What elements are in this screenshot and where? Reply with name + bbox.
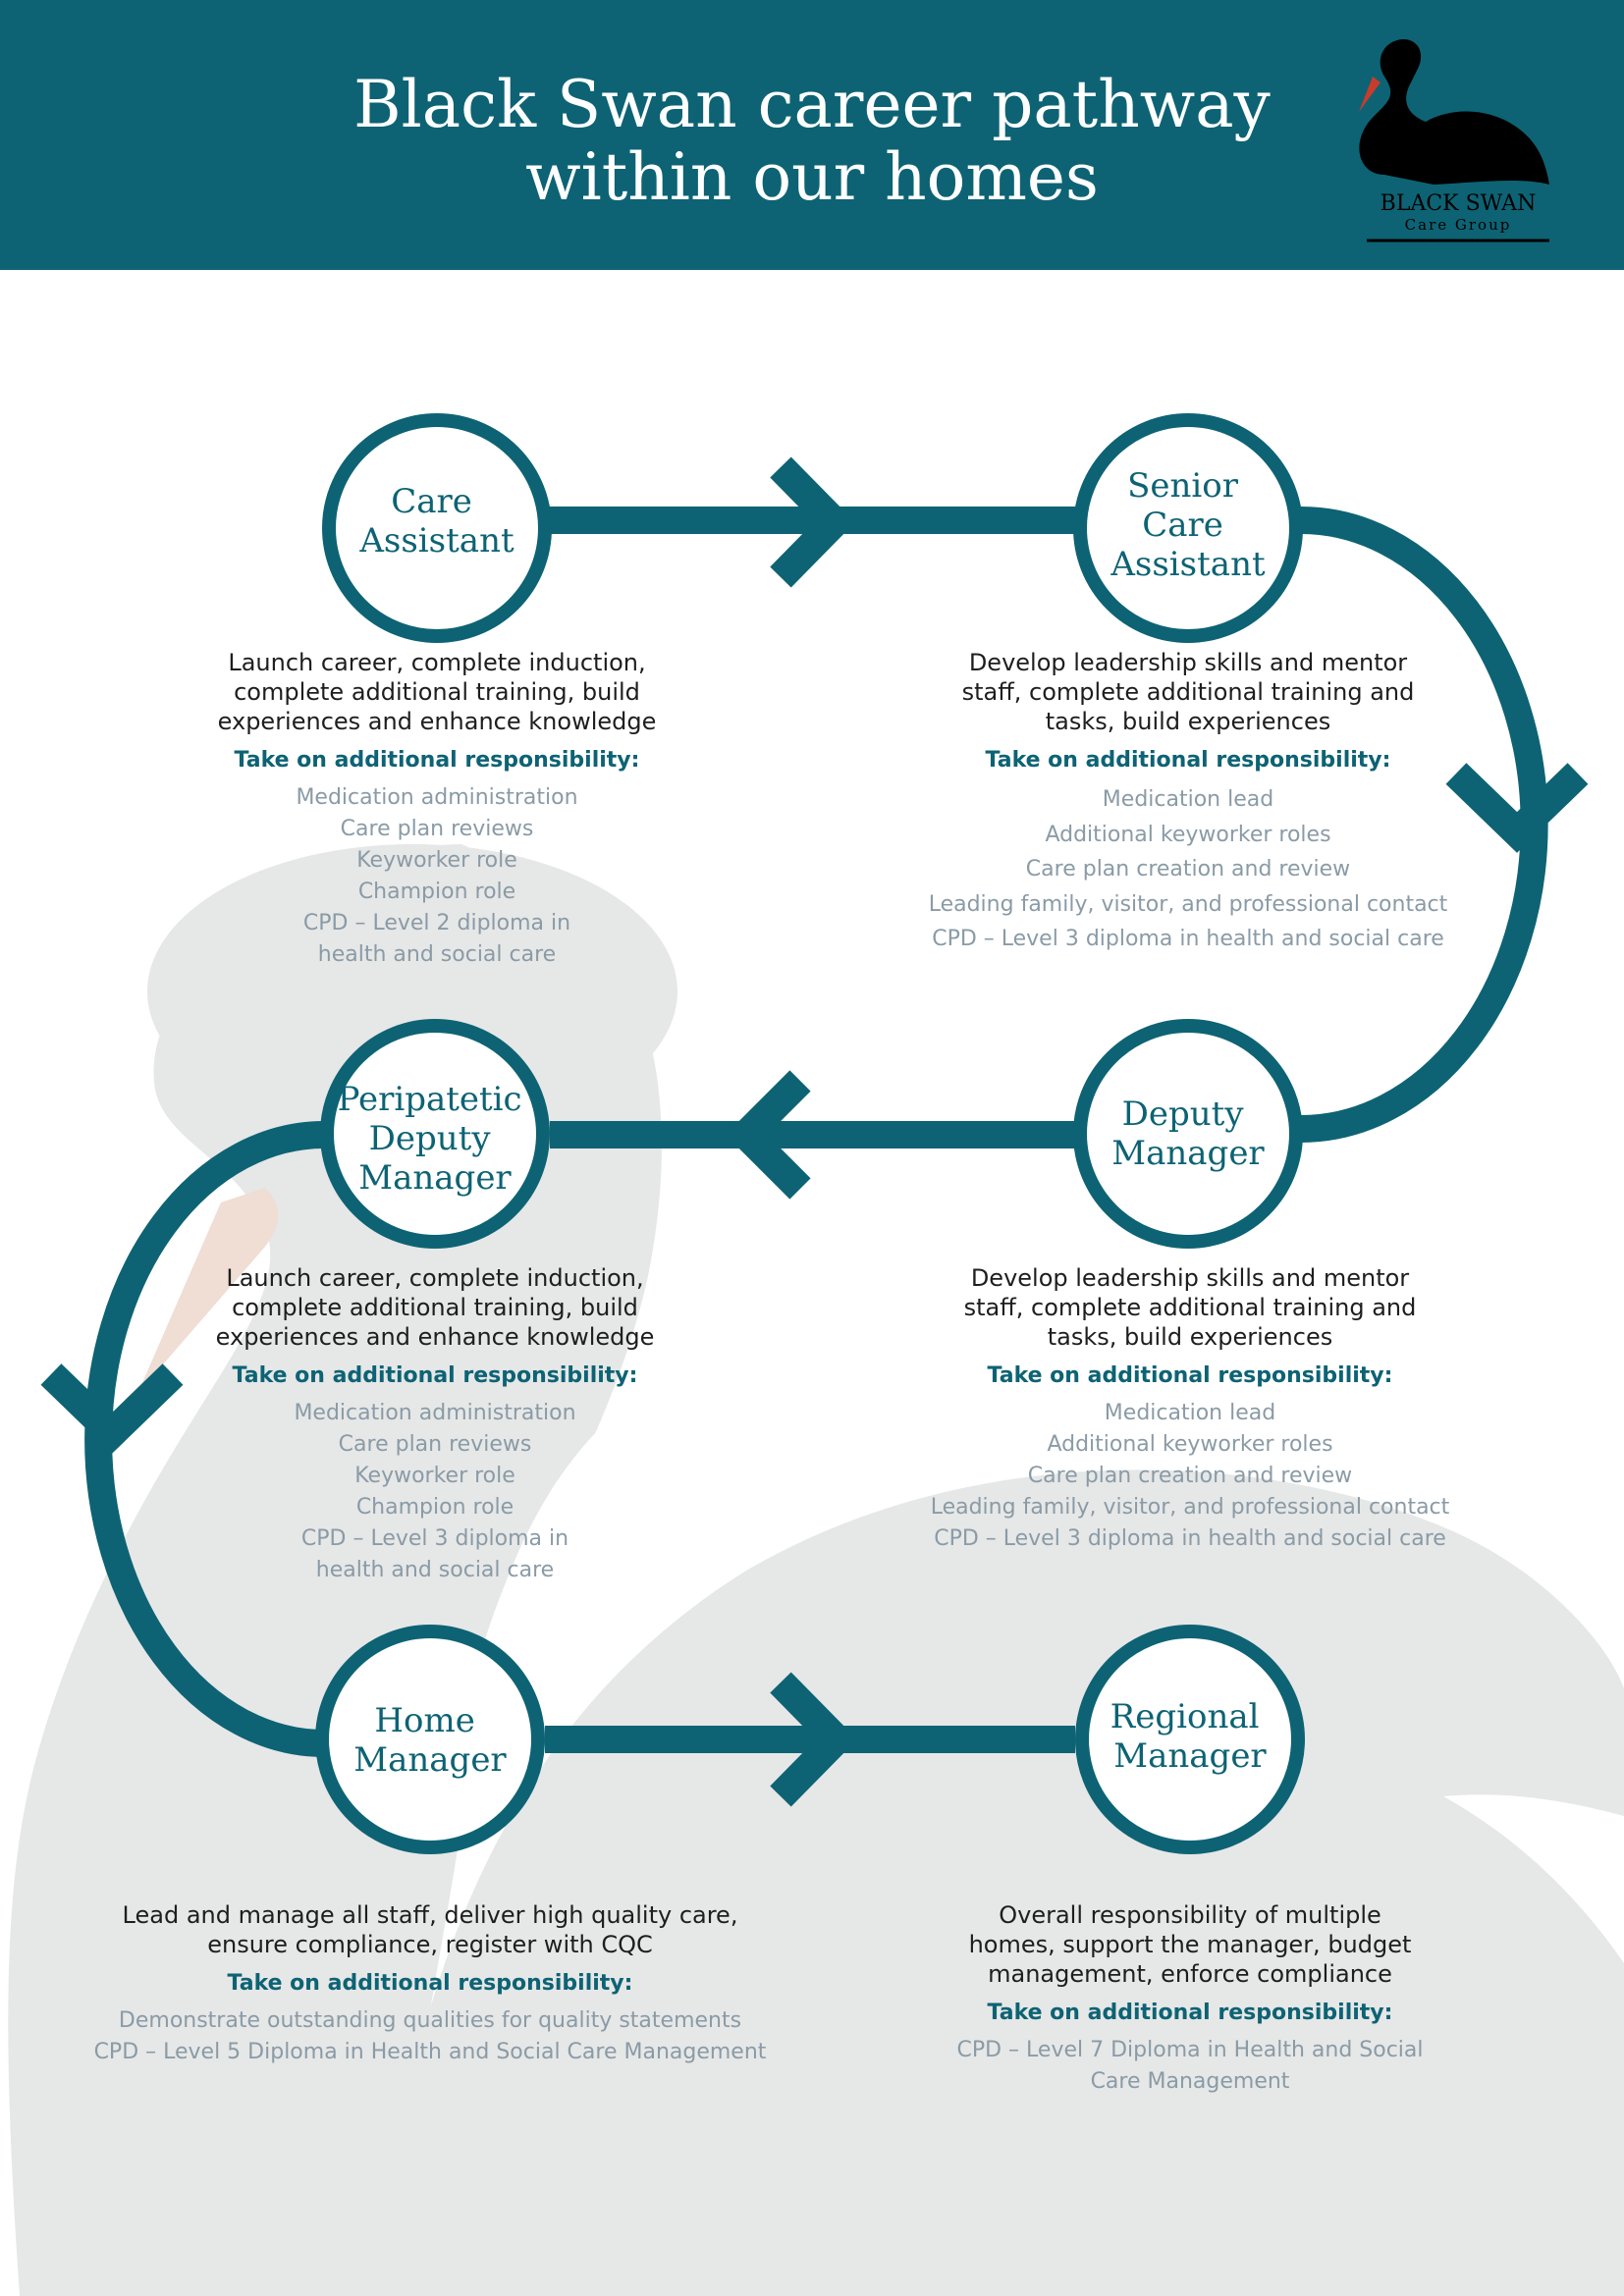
list-item: Care plan creation and review [1027, 1464, 1353, 1488]
description-line: Launch career, complete induction, [226, 1264, 644, 1292]
description-line: homes, support the manager, budget [968, 1931, 1412, 1958]
responsibility-heading: Take on additional responsibility: [985, 748, 1391, 773]
list-item: Care Management [1090, 2069, 1290, 2094]
stage-label-peripatetic-deputy-manager: Peripatetic Deputy Manager [338, 1080, 533, 1198]
logo-tagline: Care Group [1405, 216, 1512, 234]
responsibility-heading: Take on additional responsibility: [987, 1363, 1393, 1388]
list-item: CPD – Level 2 diploma in [302, 911, 571, 935]
stage-label-senior-care-assistant: Senior Care Assistant [1110, 466, 1266, 584]
stage-labels: Care Assistant Senior Care Assistant Per… [338, 466, 1271, 1780]
description-line: tasks, build experiences [1047, 1323, 1333, 1351]
stage-circle-peripatetic-deputy-manager [320, 1019, 550, 1249]
page-title-line: within our homes [525, 139, 1099, 215]
description-line: Launch career, complete induction, [228, 649, 646, 676]
responsibility-list: Demonstrate outstanding qualities for qu… [86, 2005, 774, 2068]
stage-details-peripatetic-deputy-manager: Launch career, complete induction, compl… [189, 1263, 680, 1586]
list-item: Care plan creation and review [1025, 857, 1351, 881]
list-item: health and social care [315, 1558, 555, 1582]
stage-description: Launch career, complete induction, compl… [191, 648, 682, 736]
stage-description: Lead and manage all staff, deliver high … [86, 1900, 774, 1959]
stage-circle-regional-manager [1075, 1625, 1305, 1854]
logo-name: BLACK SWAN [1380, 191, 1537, 216]
list-item: Leading family, visitor, and professiona… [928, 891, 1448, 917]
list-item: Medication administration [296, 785, 578, 810]
stage-details-senior-care-assistant: Develop leadership skills and mentor sta… [893, 648, 1483, 957]
list-item: Champion role [357, 880, 516, 904]
black-swan-icon [1359, 38, 1549, 186]
stage-circle-home-manager [315, 1625, 545, 1854]
list-item: Medication lead [1104, 1401, 1276, 1425]
pathway-arrows [40, 456, 1589, 1807]
list-item: CPD – Level 3 diploma in health and soci… [932, 927, 1444, 951]
stage-circle-senior-care-assistant [1073, 413, 1303, 643]
arrow-right-icon [770, 456, 856, 588]
list-item: Keyworker role [354, 1464, 515, 1488]
stage-details-regional-manager: Overall responsibility of multiple homes… [905, 1900, 1475, 2098]
responsibility-heading: Take on additional responsibility: [987, 2001, 1393, 2025]
list-item: Champion role [355, 1495, 514, 1520]
description-line: ensure compliance, register with CQC [207, 1931, 653, 1958]
list-item: health and social care [317, 942, 557, 967]
list-item: Demonstrate outstanding qualities for qu… [118, 2008, 742, 2033]
responsibility-list: Medication lead Additional keyworker rol… [893, 782, 1483, 957]
description-line: management, enforce compliance [988, 1960, 1392, 1988]
list-item: Medication administration [294, 1401, 576, 1425]
description-line: Lead and manage all staff, deliver high … [122, 1901, 738, 1929]
description-line: staff, complete additional training and [961, 678, 1415, 706]
list-item: CPD – Level 3 diploma in [300, 1526, 569, 1551]
description-line: experiences and enhance knowledge [217, 708, 657, 735]
arrow-left-icon [725, 1070, 811, 1200]
list-item: Care plan reviews [338, 1432, 532, 1457]
stage-circle-care-assistant [322, 413, 552, 643]
list-item: CPD – Level 3 diploma in health and soci… [934, 1526, 1446, 1551]
arrow-down-icon [40, 1363, 184, 1454]
stage-details-care-assistant: Launch career, complete induction, compl… [191, 648, 682, 971]
stage-circles [315, 413, 1305, 1854]
description-line: Overall responsibility of multiple [999, 1901, 1381, 1929]
list-item: Medication lead [1102, 787, 1274, 812]
responsibility-list: Medication administration Care plan revi… [191, 782, 682, 971]
description-line: complete additional training, build [232, 1294, 638, 1321]
responsibility-list: Medication lead Additional keyworker rol… [895, 1398, 1485, 1555]
description-line: Develop leadership skills and mentor [968, 649, 1408, 676]
stage-description: Develop leadership skills and mentor sta… [893, 648, 1483, 736]
responsibility-list: Medication administration Care plan revi… [189, 1398, 680, 1586]
list-item: CPD – Level 7 Diploma in Health and Soci… [956, 2038, 1424, 2062]
list-item: CPD – Level 5 Diploma in Health and Soci… [93, 2040, 767, 2064]
list-item: Additional keyworker roles [1047, 1432, 1333, 1457]
responsibility-heading: Take on additional responsibility: [232, 1363, 638, 1388]
responsibility-list: CPD – Level 7 Diploma in Health and Soci… [905, 2035, 1475, 2098]
description-line: experiences and enhance knowledge [215, 1323, 655, 1351]
arrow-down-icon [1445, 763, 1589, 853]
stage-label-care-assistant: Care Assistant [358, 482, 514, 561]
responsibility-heading: Take on additional responsibility: [234, 748, 640, 773]
swan-beak-icon [137, 1188, 279, 1394]
description-line: complete additional training, build [234, 678, 640, 706]
stage-description: Launch career, complete induction, compl… [189, 1263, 680, 1352]
stage-details-deputy-manager: Develop leadership skills and mentor sta… [895, 1263, 1485, 1555]
stage-description: Overall responsibility of multiple homes… [905, 1900, 1475, 1989]
stage-label-home-manager: Home Manager [353, 1701, 507, 1780]
list-item: Leading family, visitor, and professiona… [930, 1495, 1450, 1520]
header-banner: Black Swan career pathway within our hom… [0, 0, 1624, 270]
page-title: Black Swan career pathway within our hom… [295, 69, 1329, 214]
black-swan-logo: BLACK SWAN Care Group [1359, 38, 1549, 242]
list-item: Additional keyworker roles [1045, 822, 1331, 847]
list-item: Keyworker role [356, 848, 517, 873]
responsibility-heading: Take on additional responsibility: [227, 1971, 633, 1996]
description-line: Develop leadership skills and mentor [970, 1264, 1410, 1292]
stage-circle-deputy-manager [1073, 1019, 1303, 1249]
arrow-right-icon [770, 1672, 858, 1807]
stage-label-deputy-manager: Deputy Manager [1111, 1095, 1265, 1173]
page-title-line: Black Swan career pathway [353, 67, 1271, 142]
stage-description: Develop leadership skills and mentor sta… [895, 1263, 1485, 1352]
description-line: tasks, build experiences [1045, 708, 1331, 735]
stage-label-regional-manager: Regional Manager [1110, 1697, 1271, 1776]
stage-details-home-manager: Lead and manage all staff, deliver high … [86, 1900, 774, 2068]
list-item: Care plan reviews [340, 817, 534, 841]
description-line: staff, complete additional training and [963, 1294, 1417, 1321]
